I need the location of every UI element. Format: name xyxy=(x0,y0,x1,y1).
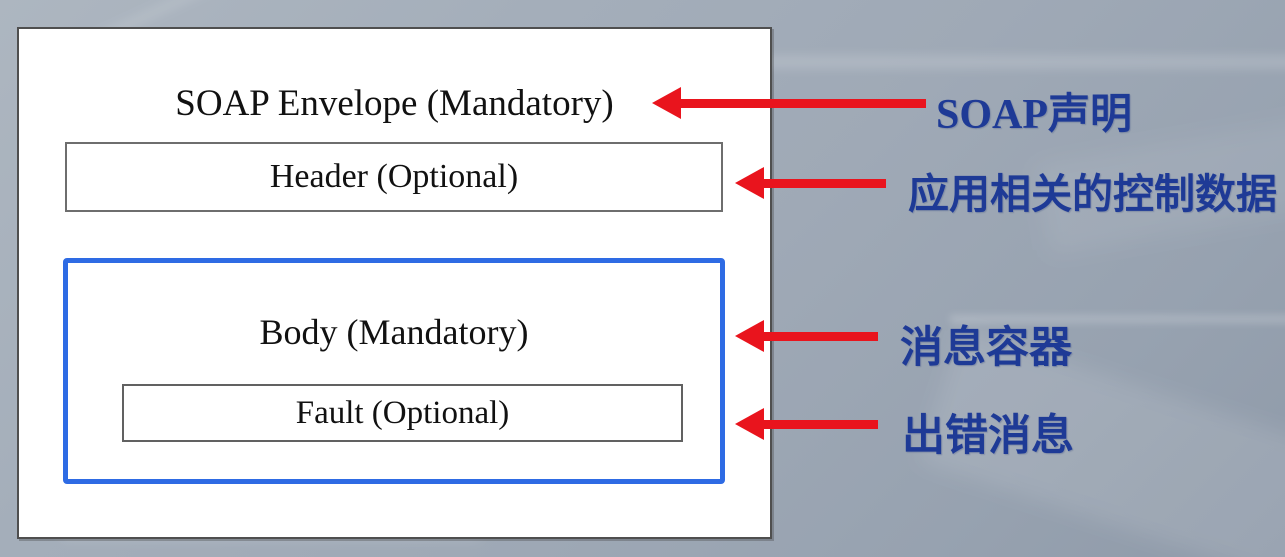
background-light-streak xyxy=(700,55,1285,69)
soap-envelope-label: SOAP Envelope (Mandatory) xyxy=(175,83,614,124)
arrow-to-fault-icon xyxy=(735,408,878,440)
arrow-shaft xyxy=(762,420,878,429)
annotation-error-message: 出错消息 xyxy=(902,412,1074,460)
body-box xyxy=(63,258,725,484)
annotation-app-control-data: 应用相关的控制数据 xyxy=(908,171,1277,217)
arrow-to-header-icon xyxy=(735,167,886,199)
annotation-soap-declaration: SOAP声明 xyxy=(936,92,1133,138)
body-label: Body (Mandatory) xyxy=(259,312,529,352)
fault-box: Fault (Optional) xyxy=(122,384,683,442)
header-box: Header (Optional) xyxy=(65,142,723,212)
arrow-shaft xyxy=(762,179,886,188)
arrow-head-icon xyxy=(735,320,764,352)
arrow-shaft xyxy=(762,332,878,341)
arrow-head-icon xyxy=(735,167,764,199)
arrow-shaft xyxy=(679,99,926,108)
arrow-to-envelope-icon xyxy=(652,87,926,119)
arrow-head-icon xyxy=(735,408,764,440)
arrow-head-icon xyxy=(652,87,681,119)
arrow-to-body-icon xyxy=(735,320,878,352)
annotation-message-container: 消息容器 xyxy=(900,324,1072,372)
